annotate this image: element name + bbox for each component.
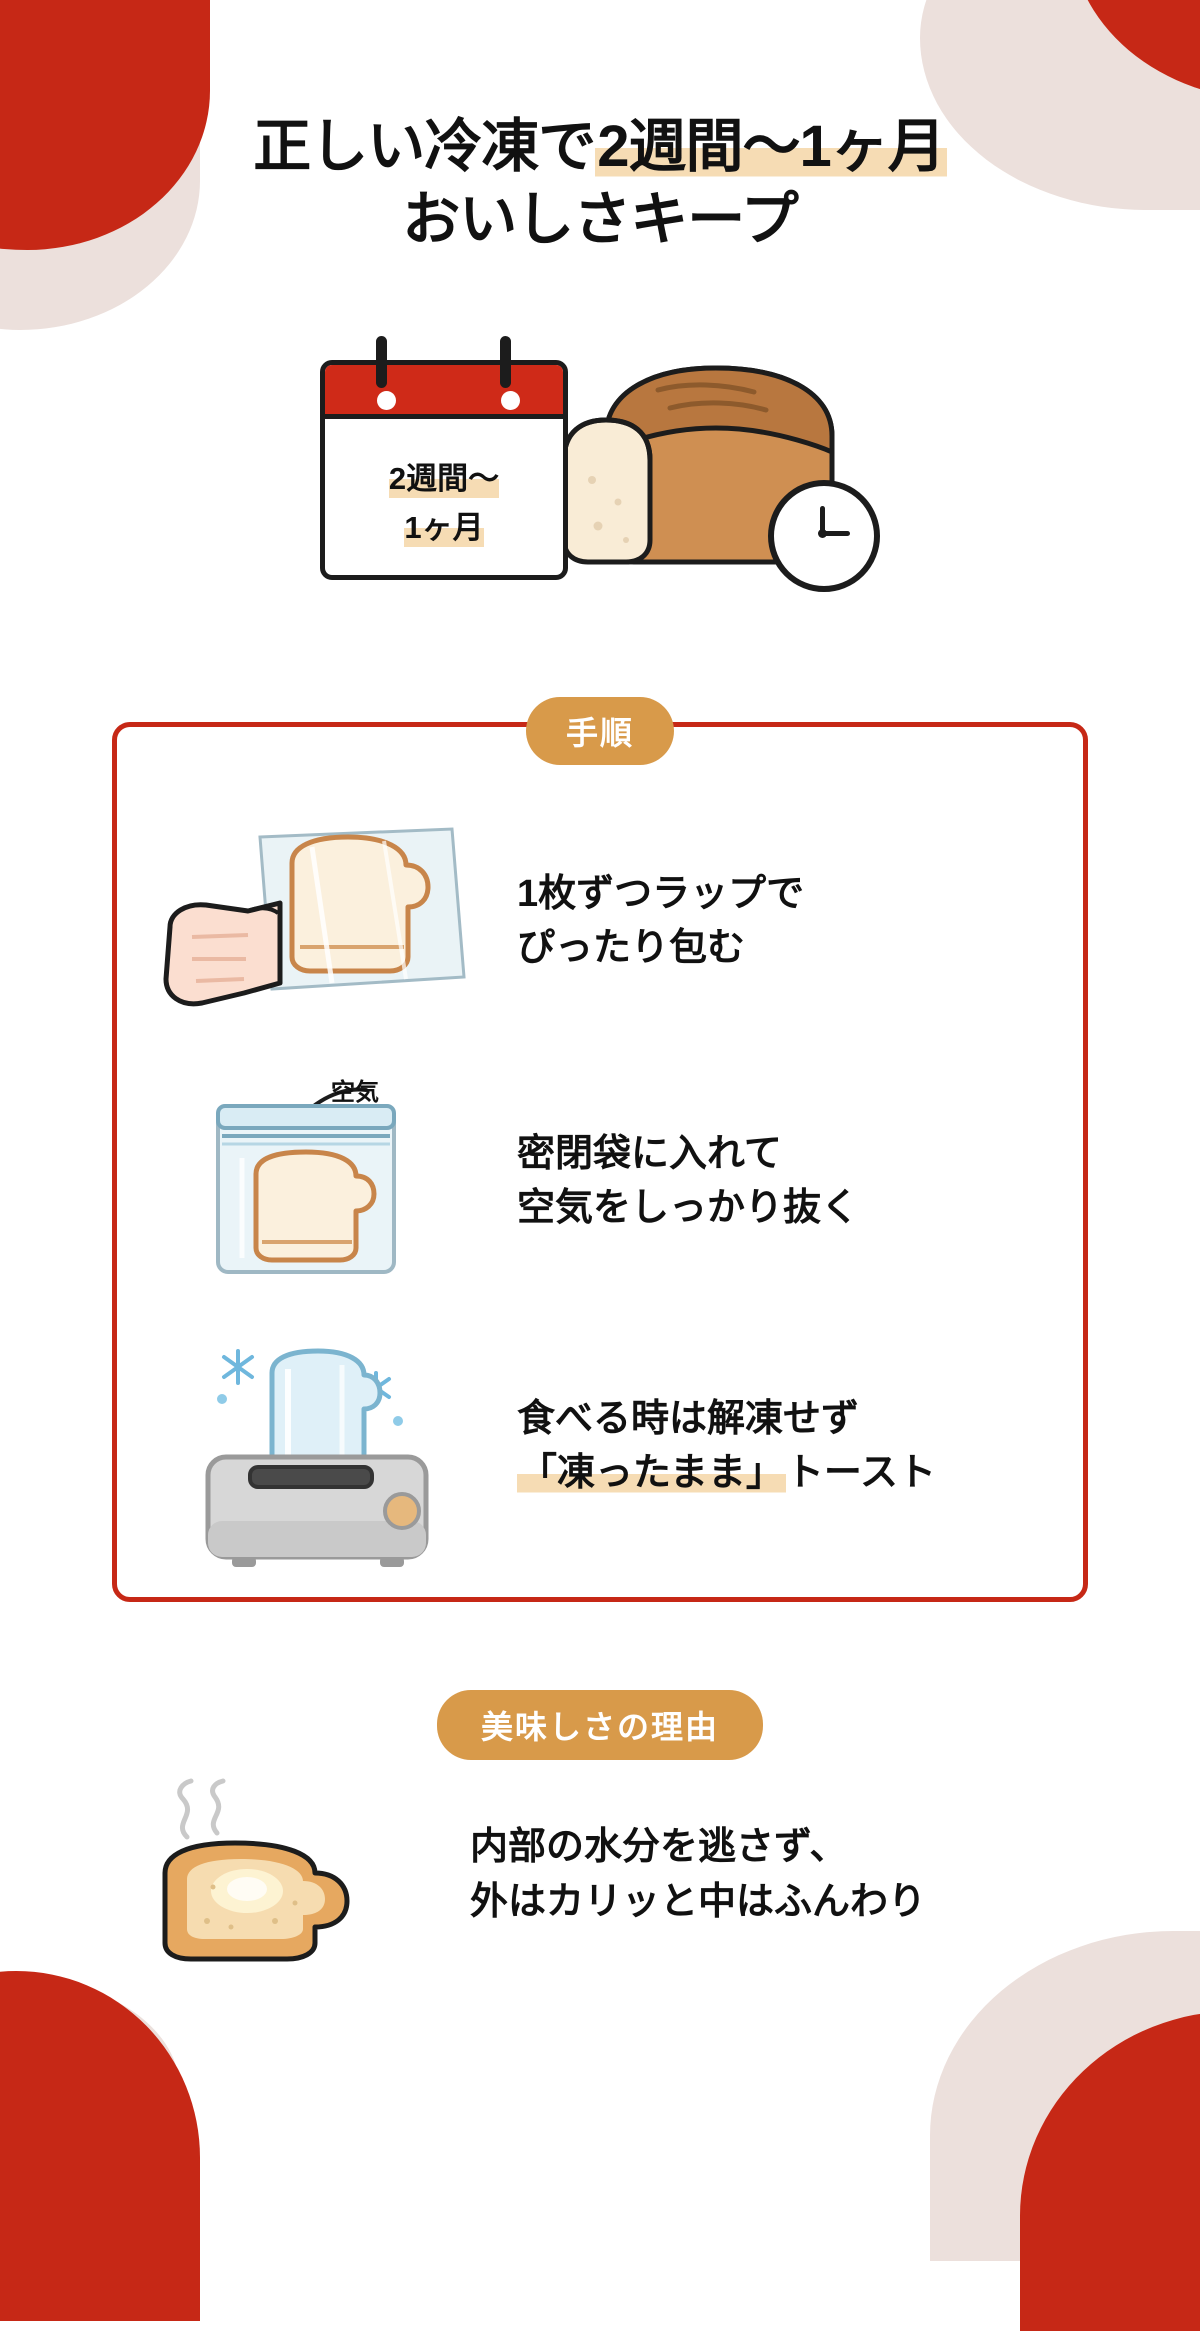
step-2-line-2: 空気をしっかり抜く bbox=[517, 1187, 860, 1229]
calendar-ring-hole bbox=[377, 391, 396, 410]
step-1-text: 1枚ずつラップで ぴったり包む bbox=[517, 868, 804, 976]
toasted-bread-icon bbox=[162, 1778, 350, 1962]
hero-illustration: 2週間〜 1ヶ月 bbox=[0, 330, 1200, 610]
toaster-knob-icon bbox=[383, 1491, 421, 1530]
step-1-figure bbox=[117, 807, 517, 1037]
calendar-duration-line-2: 1ヶ月 bbox=[404, 501, 484, 547]
air-annotation-label: 空気 bbox=[331, 1079, 379, 1106]
step-row: 食べる時は解凍せず 「凍ったまま」トースト bbox=[117, 1322, 1093, 1572]
calendar-ring-top bbox=[500, 336, 511, 388]
calendar-icon: 2週間〜 1ヶ月 bbox=[320, 360, 568, 580]
title-line-1-highlight: 2週間〜1ヶ月 bbox=[595, 114, 947, 179]
hand-wrapping-bread-icon bbox=[163, 827, 466, 1007]
title-line-2: おいしさキープ bbox=[402, 187, 799, 253]
frost-dot bbox=[217, 1393, 227, 1404]
step-3-line-2: 「凍ったまま」トースト bbox=[517, 1447, 936, 1501]
step-2-line-1: 密閉袋に入れて bbox=[517, 1133, 782, 1176]
step-3-text: 食べる時は解凍せず 「凍ったまま」トースト bbox=[517, 1393, 936, 1501]
step-3-figure bbox=[117, 1325, 517, 1570]
step-3-line-2-rest: トースト bbox=[785, 1452, 936, 1494]
calendar-header-bar bbox=[325, 365, 563, 419]
title-line-1: 正しい冷凍で2週間〜1ヶ月 bbox=[0, 110, 1200, 183]
step-3-line-2-highlight: 「凍ったまま」 bbox=[517, 1452, 786, 1494]
toaster-with-frozen-bread-icon bbox=[205, 1348, 429, 1567]
step-3-line-1: 食べる時は解凍せず bbox=[517, 1398, 860, 1441]
step-1-line-2: ぴったり包む bbox=[517, 927, 746, 969]
page-title: 正しい冷凍で2週間〜1ヶ月 おいしさキープ bbox=[0, 110, 1200, 256]
calendar-body: 2週間〜 1ヶ月 bbox=[325, 419, 563, 575]
reason-badge: 美味しさの理由 bbox=[436, 1690, 764, 1760]
reason-line-1: 内部の水分を逃さず、 bbox=[470, 1825, 848, 1868]
calendar-ring-hole bbox=[501, 391, 520, 410]
step-row: 空気 密閉袋に入れて 空気をしっかり抜く bbox=[117, 1057, 1093, 1307]
steam-icon bbox=[177, 1778, 226, 1840]
clock-icon bbox=[768, 480, 880, 592]
reason-line-2: 外はカリッと中はふんわり bbox=[470, 1881, 927, 1923]
clock-minute-hand bbox=[822, 531, 850, 536]
infographic-page: 正しい冷凍で2週間〜1ヶ月 おいしさキープ bbox=[0, 110, 1200, 1975]
step-row: 1枚ずつラップで ぴったり包む bbox=[117, 797, 1093, 1047]
calendar-duration-line-1: 2週間〜 bbox=[388, 452, 500, 498]
frost-dot bbox=[393, 1415, 403, 1426]
clock-hour-hand bbox=[820, 506, 825, 536]
steps-card: 手順 bbox=[112, 697, 1088, 1602]
reason-row: 内部の水分を逃さず、 外はカリッと中はふんわり bbox=[110, 1775, 1090, 1975]
sealed-bag-icon bbox=[216, 1087, 396, 1274]
reason-text: 内部の水分を逃さず、 外はカリッと中はふんわり bbox=[470, 1820, 926, 1930]
clock-center-pin bbox=[818, 529, 827, 538]
title-line-1-prefix: 正しい冷凍で bbox=[253, 114, 596, 179]
toast-with-butter-figure bbox=[110, 1775, 440, 1975]
steps-badge: 手順 bbox=[525, 697, 675, 765]
step-1-line-1: 1枚ずつラップで bbox=[517, 873, 805, 916]
step-2-figure: 空気 bbox=[117, 1062, 517, 1302]
step-2-text: 密閉袋に入れて 空気をしっかり抜く bbox=[517, 1128, 859, 1236]
calendar-ring-top bbox=[376, 336, 387, 388]
